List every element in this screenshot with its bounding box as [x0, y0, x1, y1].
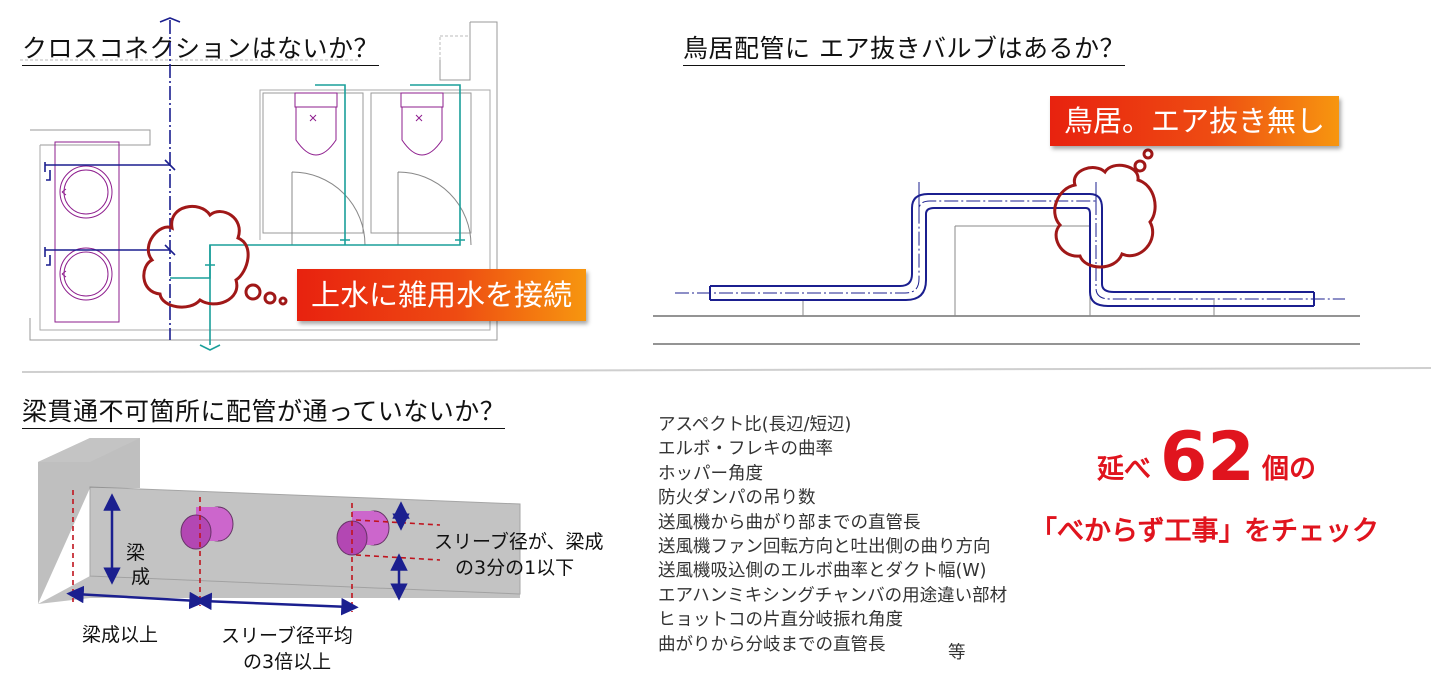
- label-sleeve-diameter-2: の3分の1以下: [455, 557, 575, 579]
- floor-plan-drawing: [20, 17, 498, 351]
- checklist-item: エアハンミキシングチャンバの用途違い部材: [658, 585, 1008, 606]
- checklist-item: 送風機ファン回転方向と吐出側の曲り方向: [658, 537, 991, 558]
- sink-upper: [59, 165, 113, 219]
- sleeve-right: [336, 510, 390, 556]
- checklist-item: 曲がりから分岐までの直管長: [658, 634, 886, 655]
- promo-line2-main: 「べからず工事」: [1030, 516, 1246, 547]
- sleeve-left: [180, 506, 234, 550]
- cloud-torii: [1053, 148, 1157, 269]
- heading-cross-connection: クロスコネクションはないか？: [22, 34, 380, 66]
- label-beam-depth-min: 梁成以上: [82, 624, 159, 646]
- heading-beam-penetration: 梁貫通不可箇所に配管が通っていないか？: [22, 397, 506, 429]
- heading-torii-piping: 鳥居配管に エア抜きバルブはあるか？: [683, 34, 1125, 66]
- checklist: アスペクト比(長辺/短辺) エルボ・フレキの曲率 ホッパー角度 防火ダンパの吊り…: [658, 413, 1007, 657]
- promo-count: 62: [1160, 418, 1255, 497]
- toilet-left: [294, 92, 338, 156]
- label-beam-depth-bottom: 成: [131, 566, 151, 588]
- sink-lower: [59, 247, 113, 301]
- section-divider: [21, 367, 1431, 373]
- label-sleeve-diameter-1: スリーブ径が、梁成: [434, 531, 604, 553]
- promo-suffix: 個の: [1262, 454, 1316, 485]
- callout-torii-no-air-vent: 鳥居。エア抜き無し: [1050, 96, 1340, 146]
- label-sleeve-spacing-2: の3倍以上: [243, 651, 332, 673]
- promo-prefix: 延べ: [1097, 454, 1151, 485]
- checklist-item: 防火ダンパの吊り数: [658, 488, 816, 509]
- beam-drawing: [38, 438, 521, 616]
- checklist-item: ホッパー角度: [658, 463, 763, 484]
- checklist-item: エルボ・フレキの曲率: [658, 439, 833, 460]
- label-beam-depth-top: 梁: [126, 542, 146, 564]
- callout-cross-connection: 上水に雑用水を接続: [297, 269, 587, 321]
- promo-line2-tail: をチェック: [1244, 516, 1379, 547]
- cloud-cross-connection: [142, 205, 288, 309]
- checklist-item: アスペクト比(長辺/短辺): [658, 415, 852, 435]
- torii-piping-drawing: [653, 148, 1360, 345]
- checklist-item: 送風機から曲がり部までの直管長: [658, 512, 921, 533]
- toilet-right: [400, 92, 444, 156]
- checklist-suffix: 等: [948, 643, 966, 663]
- checklist-item: 送風機吸込側のエルボ曲率とダクト幅(W): [658, 561, 987, 582]
- label-sleeve-spacing-1: スリーブ径平均: [221, 625, 353, 647]
- checklist-item: ヒョットコの片直分岐振れ角度: [658, 610, 903, 631]
